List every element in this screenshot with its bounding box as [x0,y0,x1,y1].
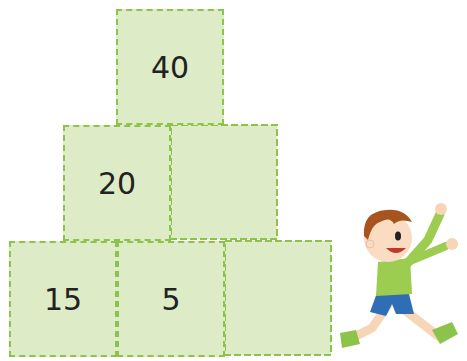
empty-box [225,241,331,355]
number-box: 20 [63,125,171,241]
running-boy [340,203,458,348]
box-number: 15 [44,283,82,316]
empty-box [171,125,277,239]
number-box: 5 [117,241,225,357]
box-number: 5 [161,283,180,316]
number-box: 40 [116,9,224,125]
box-number: 20 [98,167,136,200]
box-number: 40 [151,51,189,84]
number-box: 15 [9,241,117,357]
